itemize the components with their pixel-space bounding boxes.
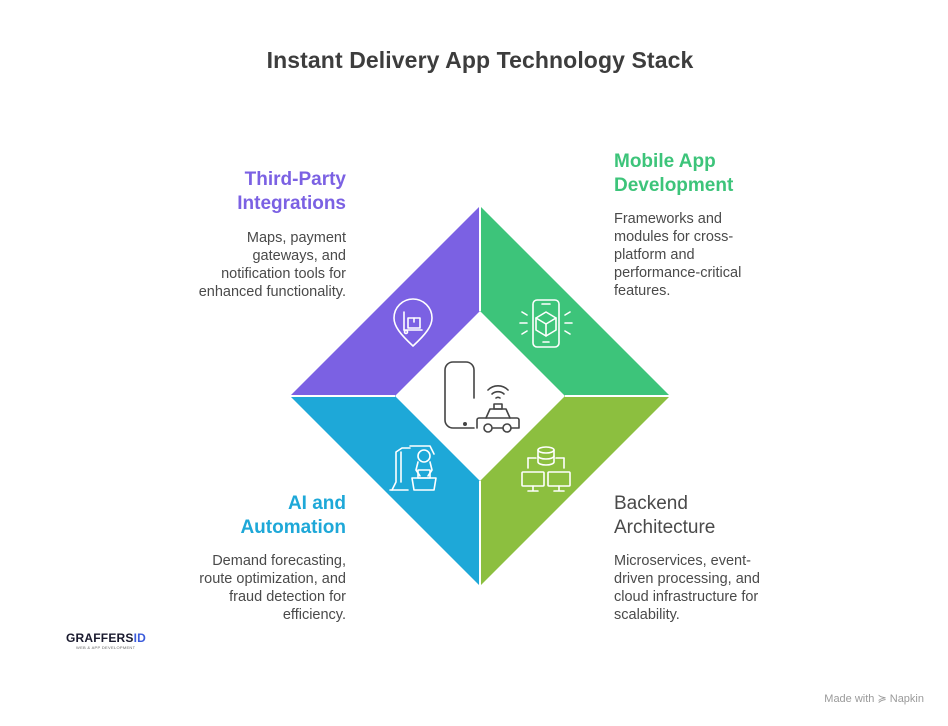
location-pin-package-icon xyxy=(393,298,433,347)
phone-box-icon xyxy=(519,299,573,348)
ai-description: Demand forecasting, route optimization, … xyxy=(199,553,346,623)
database-network-icon xyxy=(521,446,571,492)
backend-description: Microservices, event- driven processing,… xyxy=(614,553,760,623)
robotic-arm-icon xyxy=(389,445,437,491)
page-title: Instant Delivery App Technology Stack xyxy=(266,47,694,73)
backend-segment xyxy=(480,396,670,586)
mobile-description: Frameworks and modules for cross- platfo… xyxy=(614,211,742,299)
phone-delivery-car-icon xyxy=(444,361,520,433)
third-party-segment xyxy=(290,206,480,396)
third-party-heading: Third-Party Integrations xyxy=(237,169,346,214)
ai-segment xyxy=(290,396,480,586)
third-party-description: Maps, payment gateways, and notification… xyxy=(198,230,346,300)
napkin-watermark: Made with ≽ Napkin xyxy=(824,693,924,705)
ai-heading: AI and Automation xyxy=(240,493,346,538)
mobile-segment xyxy=(480,206,670,396)
backend-heading: Backend Architecture xyxy=(614,493,716,538)
mobile-heading: Mobile App Development xyxy=(614,151,734,196)
graffersid-logo: GRAFFERSID WEB & APP DEVELOPMENT xyxy=(66,631,147,650)
